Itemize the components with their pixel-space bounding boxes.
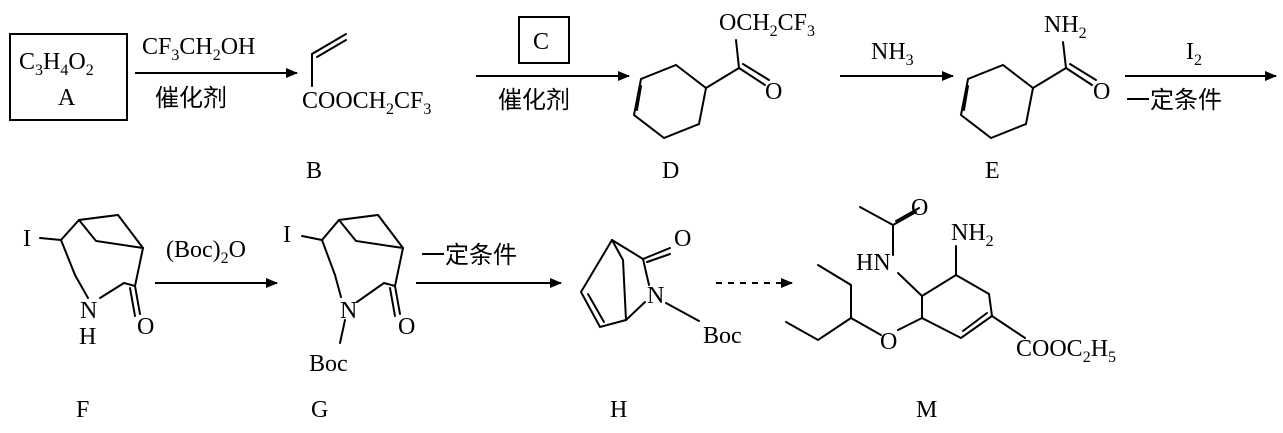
compound-g-boc: Boc [309,351,348,377]
arrow-a-to-b-reagent: CF3CH2OH [142,34,255,64]
compound-f-nitrogen: N [80,298,97,324]
compound-e-carbonyl-o: O [1093,79,1110,105]
compound-h-label: H [610,397,627,423]
compound-e-amine: NH2 [1044,12,1087,42]
arrow-g-to-h-condition: 一定条件 [421,242,517,269]
compound-d-ester-group: OCH2CF3 [719,10,815,40]
compound-a-formula: C3H4O2 [19,49,94,79]
compound-a-label: A [58,85,76,111]
reagent-c-label: C [533,29,549,55]
compound-h-carbonyl-o: O [674,226,691,252]
reagent-c-box [518,16,570,64]
compound-h-boc: Boc [703,323,742,349]
compound-b-label: B [306,158,322,184]
compound-m: O HN NH2 O COOC2H5 M [785,195,1116,423]
compound-f-nh: H [79,324,96,350]
compound-m-acetyl-o: O [911,195,928,221]
arrow-d-to-e-reagent: NH3 [871,39,914,69]
compound-m-amine: NH2 [951,220,994,250]
compound-h: O N Boc H [579,226,742,423]
arrow-g-to-h: 一定条件 [416,242,562,288]
compound-g-label: G [311,397,328,423]
compound-d-label: D [662,158,679,184]
compound-m-label: M [916,397,937,423]
compound-g-iodo: I [283,222,291,248]
compound-g: I N Boc O G [283,213,415,423]
compound-f-carbonyl-o: O [137,314,154,340]
compound-b-ester: COOCH2CF3 [302,88,431,118]
arrow-f-to-g-reagent: (Boc)2O [166,237,246,267]
arrow-b-to-d: C 催化剂 [476,16,630,114]
compound-h-nitrogen: N [647,283,664,309]
compound-e: NH2 O E [959,12,1110,184]
arrow-a-to-b-catalyst: 催化剂 [155,85,227,112]
arrow-e-to-f-reagent: I2 [1186,39,1202,69]
compound-m-hn: HN [856,250,891,276]
compound-d: OCH2CF3 O D [632,10,815,184]
arrow-f-to-g: (Boc)2O [155,237,278,288]
compound-f-label: F [76,397,89,423]
compound-f-iodo: I [23,226,31,252]
compound-d-carbonyl-o: O [765,79,782,105]
compound-e-label: E [985,158,1000,184]
compound-g-carbonyl-o: O [398,314,415,340]
compound-m-ether-o: O [880,329,897,355]
arrow-a-to-b: CF3CH2OH 催化剂 [135,34,298,112]
compound-a-box [9,33,128,121]
compound-f: I N H O F [23,213,154,423]
compound-b: COOCH2CF3 B [302,33,431,184]
arrow-b-to-d-catalyst: 催化剂 [498,87,570,114]
arrow-e-to-f-condition: 一定条件 [1126,87,1222,114]
arrow-e-to-f: I2 一定条件 [1125,39,1277,114]
compound-g-nitrogen: N [340,298,357,324]
arrow-d-to-e: NH3 [840,39,954,81]
compound-a: C3H4O2 A [9,33,128,121]
compound-m-ester: COOC2H5 [1016,336,1116,366]
